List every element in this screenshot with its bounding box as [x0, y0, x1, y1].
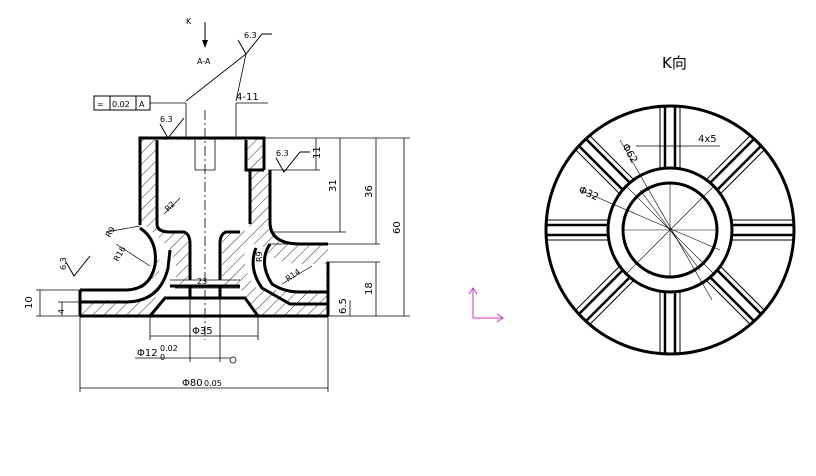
roughness-symbol-top: 6.3: [185, 31, 272, 102]
radius-r9-mid: R9: [255, 251, 264, 262]
dim-phi35: Φ35: [192, 326, 213, 337]
boss-circle: [606, 166, 734, 294]
dim-phi12-tol: 0.02: [160, 344, 178, 353]
dim-10: 10: [24, 296, 35, 309]
k-center-lines: [579, 139, 721, 301]
k-dim-phi62: Φ62: [619, 142, 639, 165]
left-dimensions: [36, 289, 80, 317]
rib-edge: [709, 276, 755, 323]
rib-edge: [589, 135, 634, 180]
section-thin-lines: [175, 110, 240, 340]
dim-23: 23: [197, 277, 207, 286]
rib-edge: [706, 280, 751, 325]
tolerance-frame: = 0.02 A: [93, 95, 187, 138]
rib-edge: [577, 145, 624, 191]
rib-edge: [720, 266, 765, 311]
roughness-value-left: 6.3: [59, 257, 68, 270]
rib-edge: [575, 266, 620, 311]
rib-edge: [716, 269, 763, 315]
section-view-a-a: K A-A 6.3 = 0.02 A 4-11: [24, 17, 410, 392]
rib-edge: [585, 276, 631, 323]
outer-circle: [544, 104, 796, 356]
dim-6-5: 6.5: [338, 298, 349, 314]
rib-edge: [720, 149, 765, 194]
roughness-symbol-right: 6.3: [275, 149, 310, 173]
k-dim-4x5: 4x5: [698, 134, 717, 145]
ucs-icon: [468, 287, 504, 323]
rib-edge: [716, 145, 763, 191]
view-arrow-k: K: [186, 17, 208, 48]
tolerance-symbol: =: [97, 100, 104, 109]
rib-edge: [589, 280, 634, 325]
dim-4: 4: [57, 309, 66, 314]
dim-phi12: Φ12: [137, 348, 158, 359]
k-view: K向 Φ62 Φ32 4x5: [544, 54, 796, 356]
rib-edge: [585, 137, 631, 184]
tolerance-value: 0.02: [112, 100, 130, 109]
bottom-dimensions: [79, 279, 329, 392]
dim-18: 18: [364, 282, 375, 295]
roughness-value-right: 6.3: [276, 149, 289, 158]
k-dim-phi32: Φ32: [577, 185, 600, 204]
rib-edge: [577, 269, 624, 315]
roughness-value-side: 6.3: [160, 115, 173, 124]
radius-r16: R16: [112, 245, 128, 263]
right-dimensions: [264, 137, 410, 317]
dim-phi80-tol: 0.05: [204, 379, 222, 388]
dim-11: 11: [312, 146, 323, 159]
rib-edge: [709, 137, 755, 184]
tolerance-datum: A: [139, 100, 145, 109]
dim-36: 36: [364, 185, 375, 198]
leader-4-11: 4-11: [235, 92, 268, 138]
dim-phi12-tol-lower: 0: [160, 353, 165, 362]
dim-phi80: Φ80: [182, 378, 203, 389]
roughness-symbol-left: 6.3: [59, 255, 91, 277]
rib-edge: [706, 135, 751, 180]
ribs: [546, 106, 794, 354]
rib-edge: [575, 149, 620, 194]
roughness-value-top: 6.3: [244, 31, 257, 40]
dim-31: 31: [328, 179, 339, 192]
view-arrow-letter: K: [186, 17, 192, 26]
radius-r9-top: R9: [104, 225, 117, 239]
radius-leaders: [105, 197, 313, 285]
roughness-symbol-side: 6.3: [159, 115, 185, 139]
section-title: A-A: [197, 57, 211, 66]
k-view-title: K向: [662, 54, 687, 72]
leader-4-11-label: 4-11: [236, 92, 259, 103]
dim-60: 60: [392, 221, 403, 234]
